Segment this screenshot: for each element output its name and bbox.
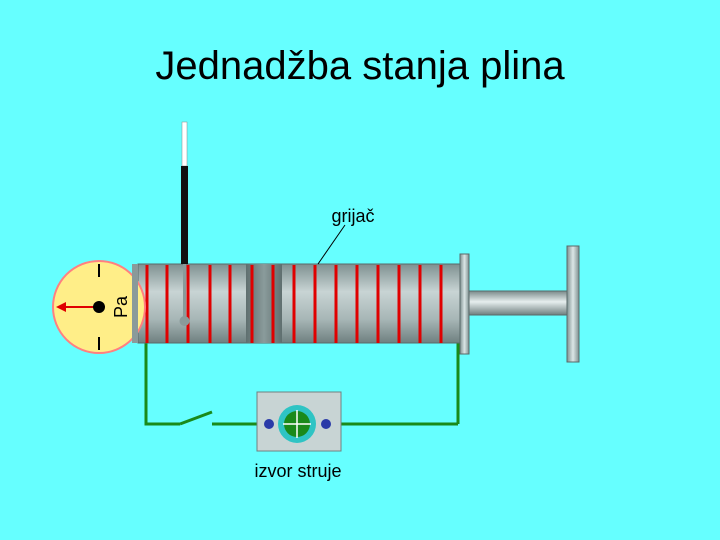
piston-handle[interactable] (566, 245, 580, 363)
thermometer-icon (179, 121, 190, 326)
page-title: Jednadžba stanja plina (155, 44, 565, 88)
heater-pointer-line (317, 224, 346, 265)
heater-coil (145, 265, 443, 343)
piston-rod[interactable] (468, 245, 580, 363)
power-source-label: izvor struje (254, 461, 341, 481)
gauge-unit-label: Pa (111, 295, 131, 318)
heater-label: grijač (331, 206, 374, 226)
power-source-icon[interactable] (256, 391, 342, 452)
circuit-wire (144, 343, 460, 426)
open-switch-icon[interactable] (176, 404, 216, 428)
pressure-gauge-icon (52, 260, 146, 354)
